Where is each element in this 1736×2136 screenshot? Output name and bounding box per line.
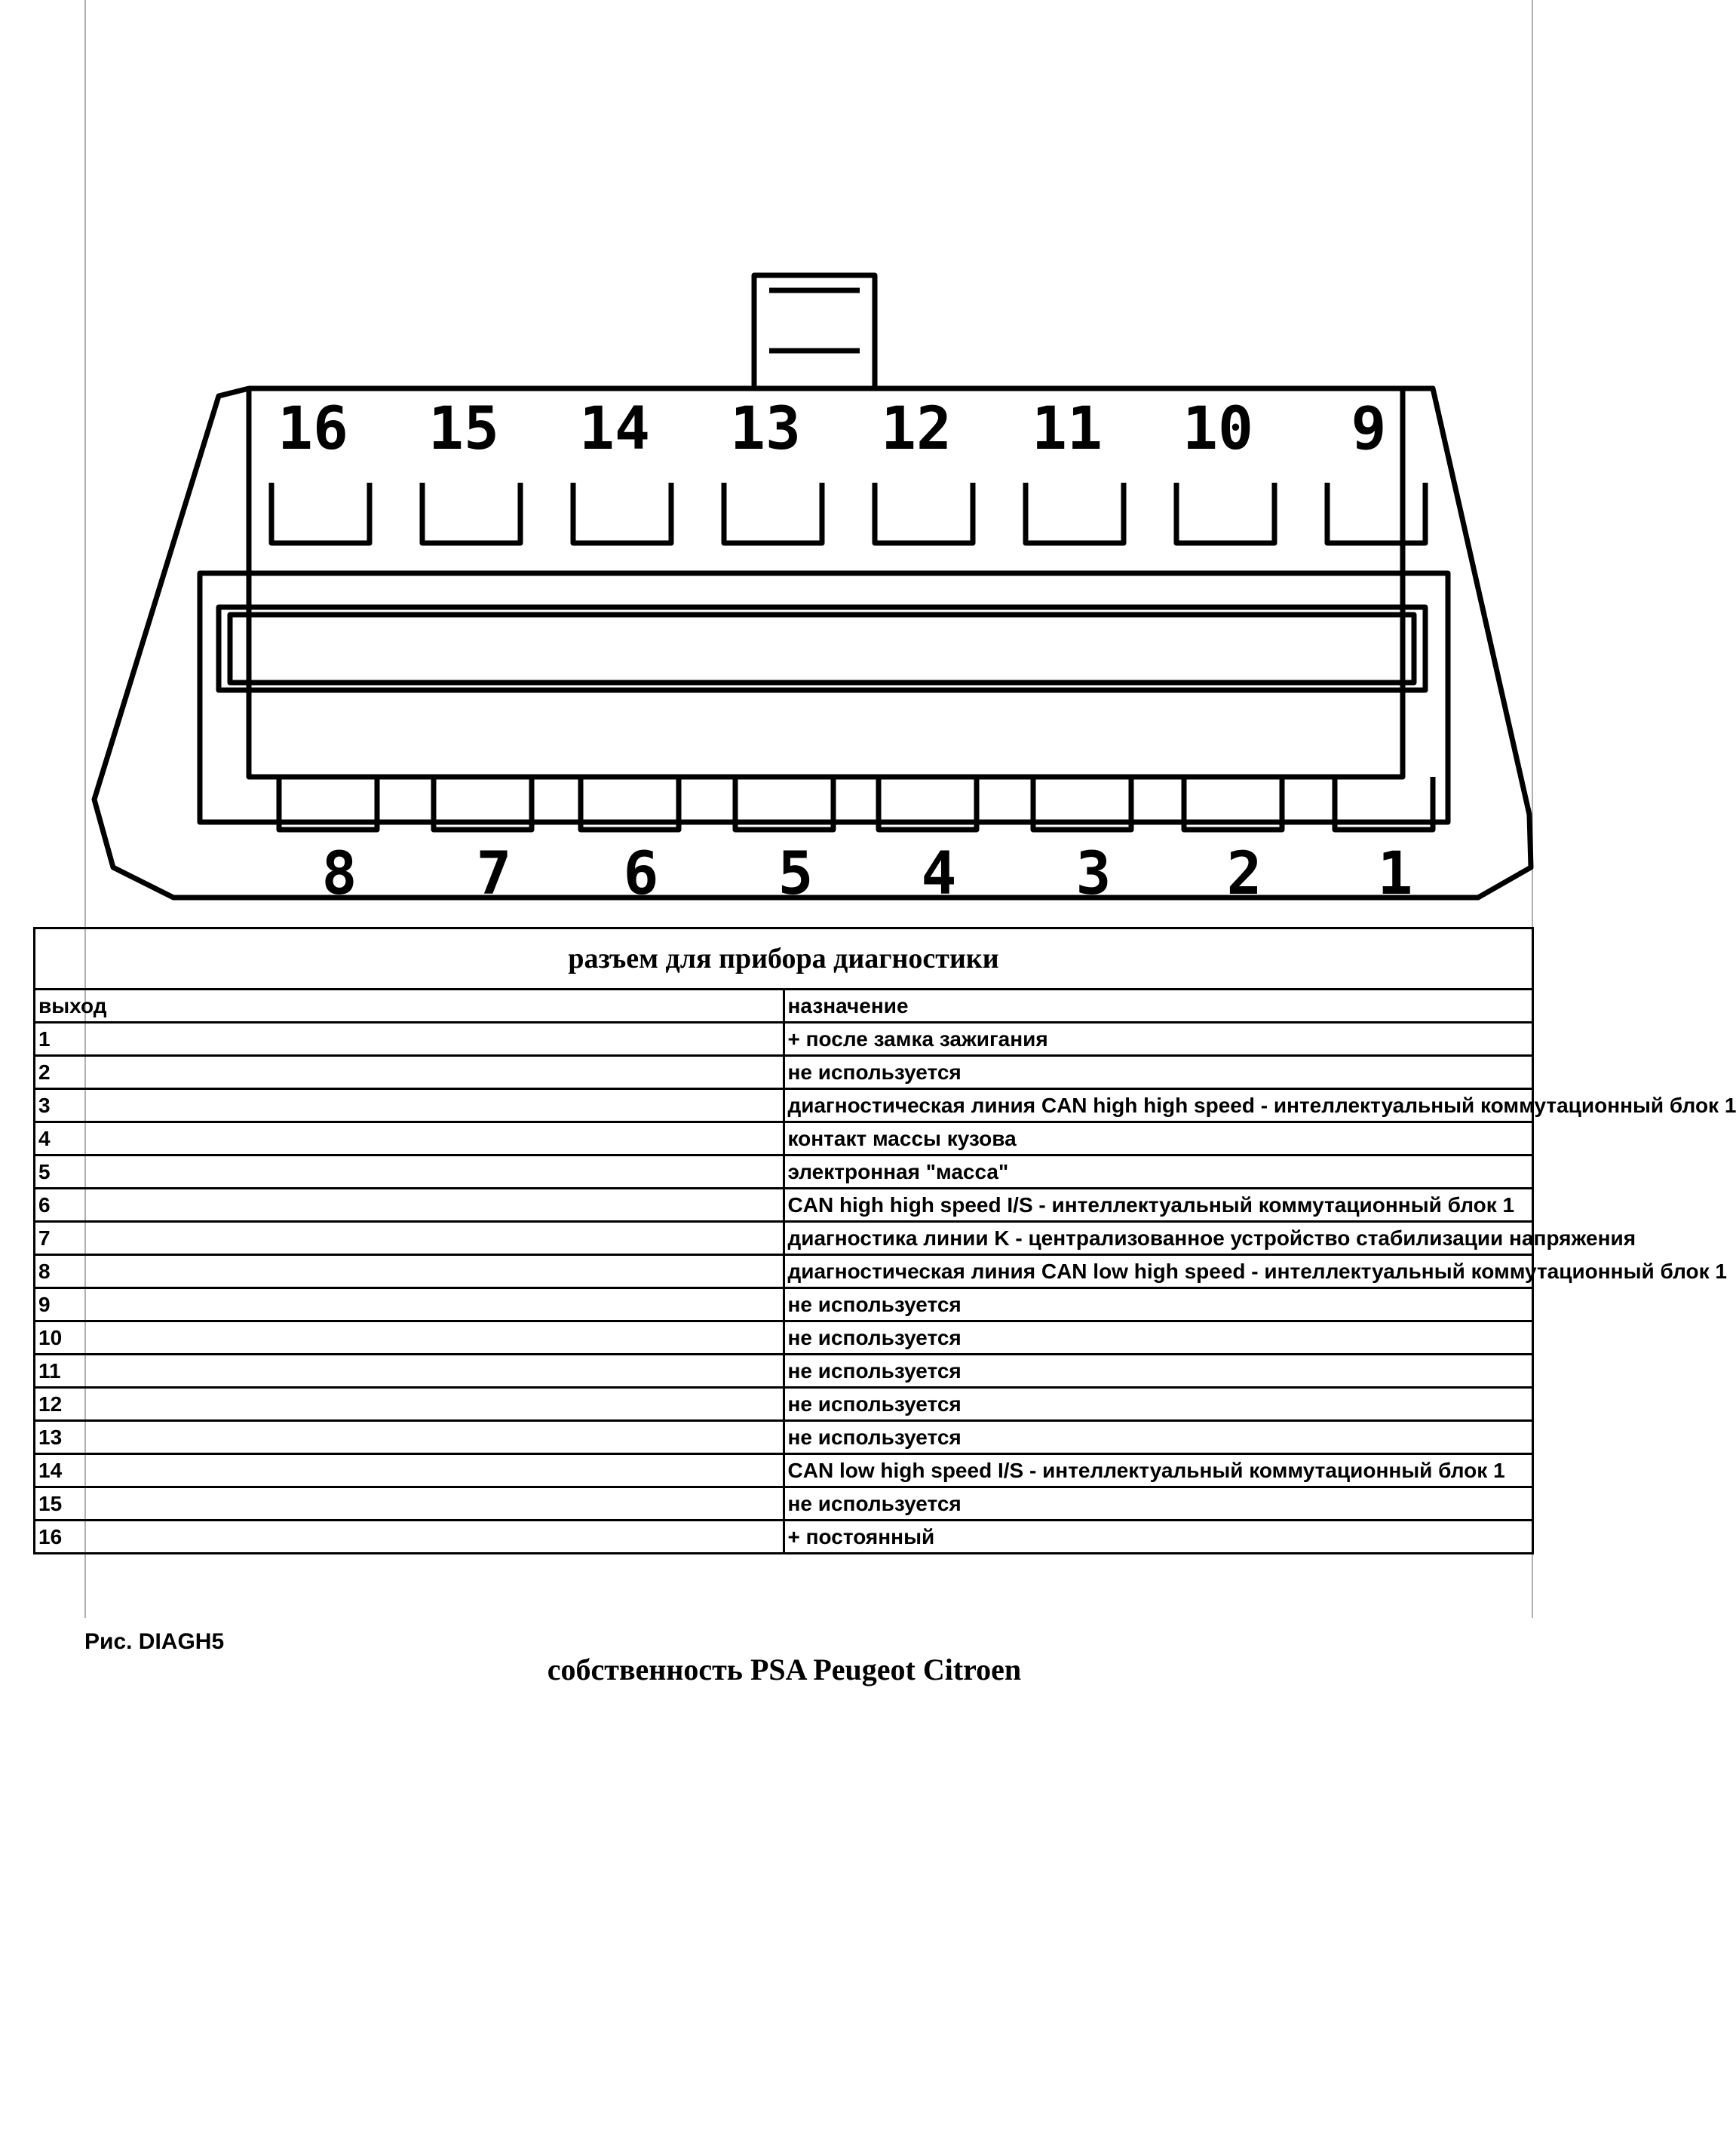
table-row: 1+ после замка зажигания [33, 1021, 1534, 1057]
bottom-pin-cavity [431, 777, 535, 833]
pin-number-cell: 6 [33, 1187, 785, 1223]
pin-purpose-cell: + после замка зажигания [782, 1021, 1534, 1057]
top-pin-cavity [872, 483, 976, 546]
pin-number-cell: 15 [33, 1486, 785, 1521]
connector-center-slot-inner [227, 612, 1417, 686]
bottom-pin-cavity [1332, 777, 1436, 833]
pin-purpose-cell: диагностическая линия CAN low high speed… [782, 1254, 1727, 1289]
top-pin-cavity [570, 483, 674, 546]
pin-purpose-cell: не используется [782, 1419, 1534, 1455]
top-pin-label: 10 [1182, 395, 1253, 463]
pin-number-cell: 11 [33, 1353, 785, 1389]
bottom-pin-label: 1 [1378, 840, 1413, 908]
bottom-pin-label: 3 [1076, 840, 1112, 908]
top-pin-label: 14 [579, 395, 650, 463]
bottom-pin-cavity [1181, 777, 1285, 833]
pin-purpose-cell: не используется [782, 1320, 1534, 1355]
top-pin-cavity [721, 483, 825, 546]
pin-number-cell: 5 [33, 1154, 785, 1189]
top-pin-cavity [419, 483, 523, 546]
pin-purpose-cell: электронная "масса" [782, 1154, 1534, 1189]
top-pin-cavity [1324, 483, 1428, 546]
pin-number-cell: 2 [33, 1054, 785, 1090]
pin-assignment-table: разъем для прибора диагностики выход наз… [33, 927, 1736, 1554]
table-title-row: разъем для прибора диагностики [33, 927, 1534, 990]
pin-number-cell: 1 [33, 1021, 785, 1057]
bottom-pin-cavity [1030, 777, 1134, 833]
pin-purpose-cell: не используется [782, 1486, 1534, 1521]
pin-number-cell: 14 [33, 1453, 785, 1488]
pin-number-cell: 16 [33, 1519, 785, 1554]
bottom-pin-label: 5 [778, 840, 814, 908]
pin-number-cell: 3 [33, 1088, 785, 1123]
connector-outer-shell [91, 385, 1534, 901]
pin-number-cell: 10 [33, 1320, 785, 1355]
connector-latch-tab [751, 272, 878, 391]
pin-number-cell: 12 [33, 1386, 785, 1422]
top-pin-label: 9 [1351, 395, 1387, 463]
pin-number-cell: 4 [33, 1121, 785, 1156]
top-pin-label: 16 [278, 395, 348, 463]
top-pin-label: 15 [428, 395, 499, 463]
bottom-pin-label: 2 [1227, 840, 1262, 908]
table-row: 16+ постоянный [33, 1519, 1534, 1554]
pin-number-cell: 8 [33, 1254, 785, 1289]
top-pin-cavity [268, 483, 373, 546]
top-pin-cavity [1023, 483, 1127, 546]
pin-purpose-cell: не используется [782, 1287, 1534, 1322]
table-header-row: выход назначение [33, 988, 1534, 1024]
bottom-pin-cavity [276, 777, 380, 833]
pin-purpose-cell: не используется [782, 1386, 1534, 1422]
figure-label: Рис. DIAGH5 [84, 1629, 225, 1654]
connector-inner-frame [197, 570, 1451, 825]
bottom-pin-cavity [578, 777, 682, 833]
pin-purpose-cell: CAN low high speed I/S - интеллектуальны… [782, 1453, 1534, 1488]
pin-purpose-cell: не используется [782, 1054, 1534, 1090]
pin-purpose-cell: + постоянный [782, 1519, 1534, 1554]
top-pin-label: 12 [881, 395, 952, 463]
header-pin: выход [33, 988, 785, 1024]
top-pin-label: 11 [1032, 395, 1103, 463]
top-pin-label: 13 [730, 395, 801, 463]
header-purpose: назначение [782, 988, 1534, 1024]
pin-purpose-cell: CAN high high speed I/S - интеллектуальн… [782, 1187, 1534, 1223]
bottom-pin-label: 8 [322, 840, 357, 908]
table-title: разъем для прибора диагностики [33, 927, 1534, 990]
right-margin-line [1532, 0, 1533, 1618]
bottom-pin-cavity [732, 777, 836, 833]
pin-purpose-cell: диагностика линии K - централизованное у… [782, 1220, 1636, 1256]
left-margin-line [84, 0, 86, 1618]
obd-connector-diagram: 16 15 14 13 12 11 10 9 8 7 6 5 4 3 2 1 [91, 272, 1534, 908]
owner-caption: собственность PSA Peugeot Citroen [547, 1653, 1022, 1686]
connector-center-slot [216, 604, 1428, 693]
bottom-pin-label: 6 [624, 840, 659, 908]
pin-number-cell: 7 [33, 1220, 785, 1256]
top-pin-cavity [1173, 483, 1277, 546]
pin-purpose-cell: диагностическая линия CAN high high spee… [782, 1088, 1736, 1123]
pin-number-cell: 9 [33, 1287, 785, 1322]
bottom-pin-cavity [876, 777, 980, 833]
pin-number-cell: 13 [33, 1419, 785, 1455]
pin-purpose-cell: не используется [782, 1353, 1534, 1389]
pin-purpose-cell: контакт массы кузова [782, 1121, 1534, 1156]
bottom-pin-label: 4 [922, 840, 957, 908]
bottom-pin-label: 7 [477, 840, 512, 908]
